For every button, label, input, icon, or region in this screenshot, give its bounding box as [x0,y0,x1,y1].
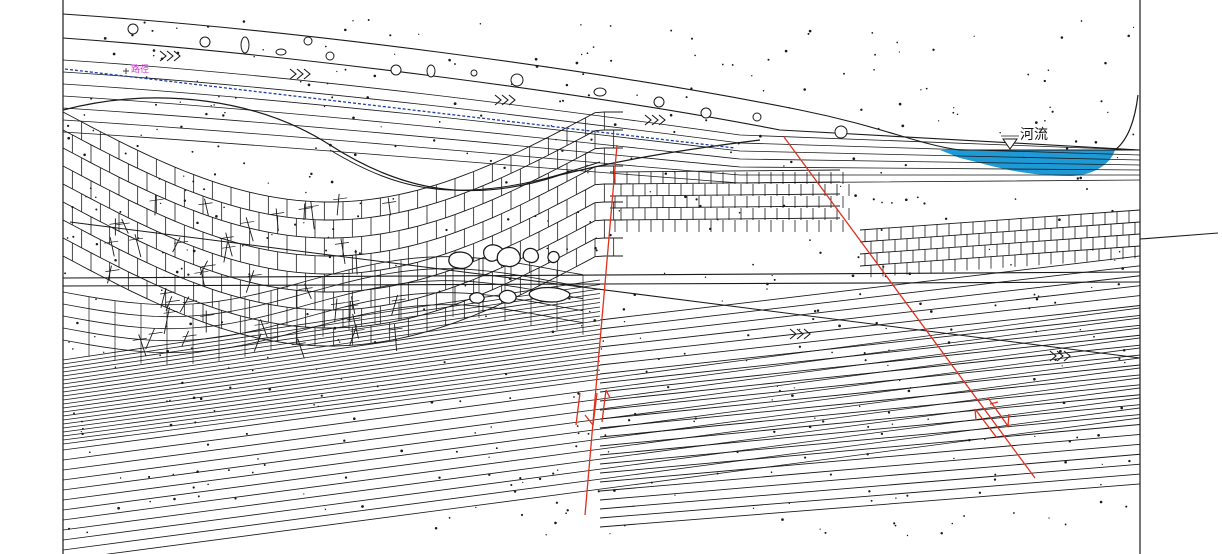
path-label: 路径 [131,65,150,75]
flow-direction-arrows [159,50,1071,362]
path-marker-icon [123,68,129,74]
fault-line-left [584,144,618,516]
river-bank [1114,94,1139,151]
thrust-band [62,232,1219,287]
frame [62,0,1141,554]
fault-line-right [783,136,1036,479]
river-label: 河流 [1020,127,1048,143]
karst-cavities [448,244,571,304]
ground-surface [62,13,1141,151]
fault-motion-right-icon [974,397,1010,439]
water-level-icon [1002,138,1018,150]
pebbles [127,23,848,139]
faults [575,136,1036,516]
fracture-marks [104,193,406,359]
sediment-layers [63,59,1140,554]
flow-path-line [64,68,736,149]
fault-motion-left-icon [575,389,611,427]
